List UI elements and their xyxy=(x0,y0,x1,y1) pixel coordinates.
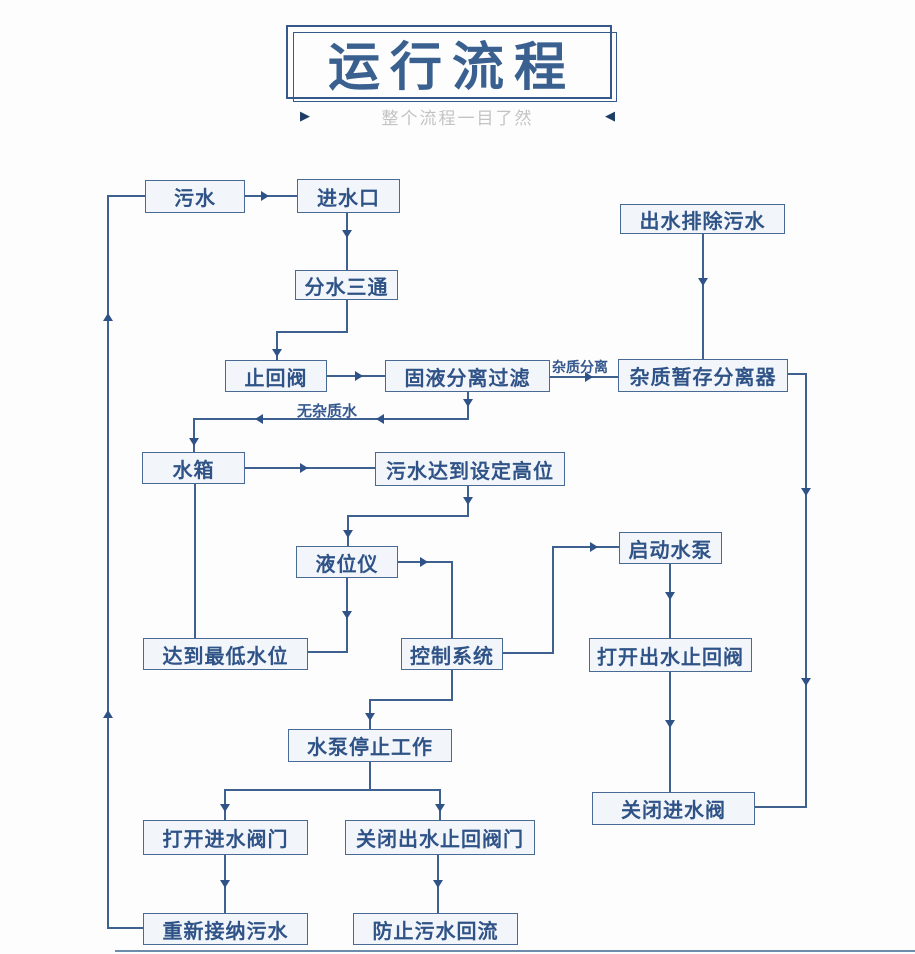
edge-tee-checkvalve-v1 xyxy=(346,300,348,332)
edge-return-v xyxy=(107,196,109,929)
node-open-outlet-check-valve: 打开出水止回阀 xyxy=(589,638,752,672)
node-close-inlet-valve: 关闭进水阀 xyxy=(592,792,755,825)
arrowhead-down xyxy=(801,488,811,496)
arrowhead-down xyxy=(220,804,230,812)
node-low-level: 达到最低水位 xyxy=(143,638,308,670)
edge-filter-tank-h xyxy=(193,418,469,420)
edge-control-pump-h1 xyxy=(503,652,554,654)
arrowhead-down xyxy=(272,349,282,357)
edge-tank-lowlevel-line xyxy=(194,484,196,638)
edge-openvalve-closeinlet-line xyxy=(669,672,671,792)
arrowhead-left xyxy=(255,414,263,424)
node-high-level: 污水达到设定高位 xyxy=(375,452,565,486)
node-water-inlet: 进水口 xyxy=(297,179,400,213)
edge-tee-checkvalve-v2 xyxy=(276,331,278,360)
edge-tee-checkvalve-h xyxy=(276,331,348,333)
arrowhead-down xyxy=(365,713,375,721)
arrowhead-down xyxy=(435,804,445,812)
edge-sewage-inlet-line xyxy=(245,195,297,197)
arrowhead-right xyxy=(355,371,363,381)
arrowhead-down xyxy=(342,230,352,238)
edge-control-pumpstop-v1 xyxy=(451,670,453,701)
node-sewage: 污水 xyxy=(145,180,245,213)
node-close-outlet-check-valve: 关闭出水止回阀门 xyxy=(345,820,535,855)
edge-filter-tank-v2 xyxy=(193,418,195,452)
edge-highlevel-gauge-h xyxy=(347,515,469,517)
node-reaccept-sewage: 重新接纳污水 xyxy=(143,913,308,945)
arrowhead-right xyxy=(261,191,269,201)
edge-control-pump-v xyxy=(552,546,554,654)
bottom-divider xyxy=(115,950,915,952)
node-impurity-separator: 杂质暂存分离器 xyxy=(618,359,788,392)
arrowhead-right xyxy=(300,463,308,473)
arrowhead-left xyxy=(376,414,384,424)
arrowhead-right xyxy=(585,372,593,382)
edge-control-pump-h2 xyxy=(552,546,619,548)
arrowhead-down xyxy=(665,592,675,600)
node-tee: 分水三通 xyxy=(295,270,398,300)
node-open-inlet-valve: 打开进水阀门 xyxy=(143,820,308,855)
edge-tank-highlevel-line xyxy=(245,467,375,469)
title-outer-frame xyxy=(286,25,612,99)
arrowhead-down xyxy=(801,678,811,686)
edge-discharge-separator-line xyxy=(702,234,704,359)
edge-label-impurity-separation: 杂质分离 xyxy=(552,359,608,375)
edge-label-impurity-free-water: 无杂质水 xyxy=(297,403,358,420)
arrowhead-down xyxy=(433,880,443,888)
arrowhead-right xyxy=(420,557,428,567)
subtitle-text: 整个流程一目了然 xyxy=(381,108,534,128)
arrowhead-down xyxy=(665,720,675,728)
edge-pump-openvalve-line xyxy=(669,564,671,638)
edge-separator-rail-h1 xyxy=(788,373,807,375)
edge-separator-rail-v xyxy=(805,373,807,808)
node-water-tank: 水箱 xyxy=(142,452,245,484)
arrowhead-up xyxy=(103,313,113,321)
node-filter: 固液分离过滤 xyxy=(385,360,550,392)
arrowhead-down xyxy=(463,497,473,505)
arrowhead-down xyxy=(220,880,230,888)
node-control-system: 控制系统 xyxy=(401,638,503,670)
page-title: 运行流程 xyxy=(327,38,576,97)
arrowhead-down xyxy=(189,438,199,446)
right-triangle-icon: ◀ xyxy=(605,108,615,123)
edge-pumpstop-split-h xyxy=(224,789,441,791)
left-triangle-icon: ▶ xyxy=(300,108,310,123)
node-check-valve: 止回阀 xyxy=(225,360,327,392)
arrowhead-up xyxy=(103,710,113,718)
arrowhead-right xyxy=(590,542,598,552)
edge-control-pumpstop-h xyxy=(369,699,453,701)
edge-return-h-top xyxy=(107,195,145,197)
arrowhead-down xyxy=(343,530,353,538)
edge-pumpstop-split-v xyxy=(369,762,371,791)
arrowhead-down xyxy=(698,278,708,286)
node-prevent-backflow: 防止污水回流 xyxy=(353,913,518,945)
subtitle-row: ▶ 整个流程一目了然 ◀ xyxy=(300,104,615,128)
node-outlet-discharge: 出水排除污水 xyxy=(620,204,785,234)
edge-filter-separator-line xyxy=(550,376,618,378)
edge-separator-rail-h2 xyxy=(755,806,807,808)
node-pump-stop: 水泵停止工作 xyxy=(288,729,452,762)
edge-gauge-control-v xyxy=(451,561,453,638)
title-inner-frame xyxy=(293,32,617,102)
node-level-gauge: 液位仪 xyxy=(296,546,398,578)
edge-return-h-bottom xyxy=(107,927,143,929)
node-start-pump: 启动水泵 xyxy=(619,532,722,564)
arrowhead-down xyxy=(342,611,352,619)
arrowhead-down xyxy=(463,399,473,407)
edge-gauge-lowlevel-h xyxy=(308,651,348,653)
edge-inlet-tee-line xyxy=(346,213,348,270)
